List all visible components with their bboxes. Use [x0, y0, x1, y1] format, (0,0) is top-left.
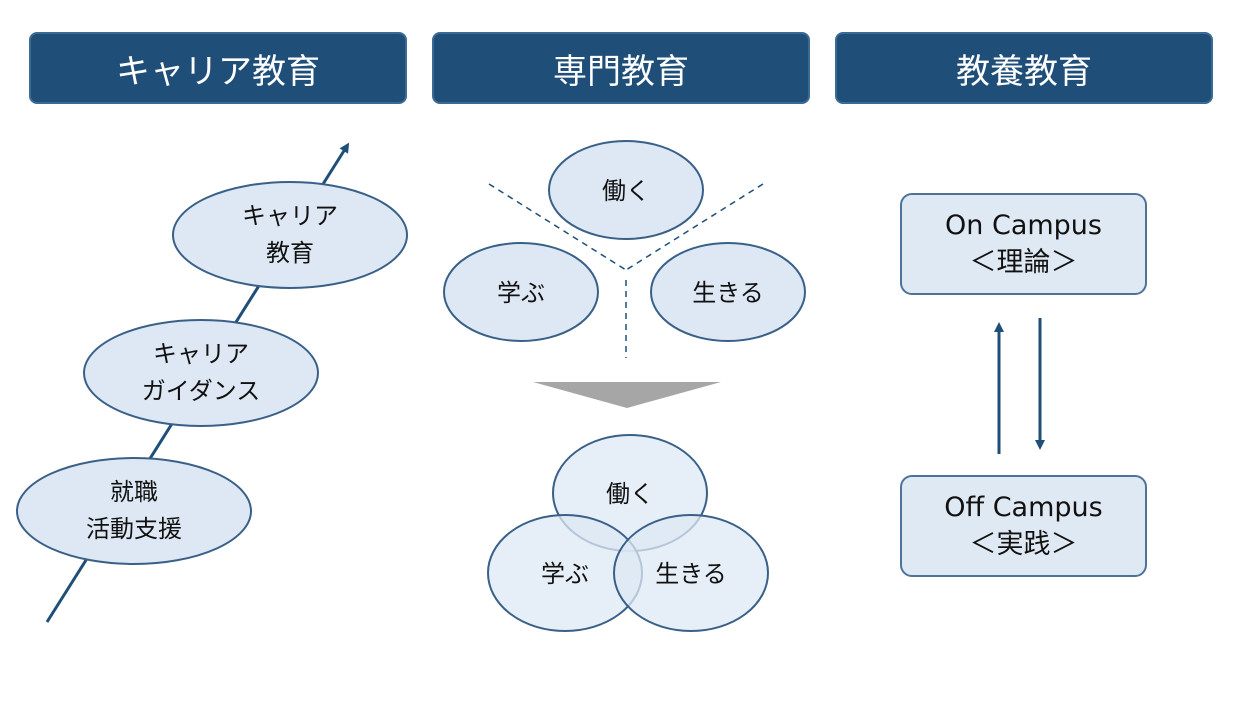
- circle-learn-label: 学ぶ: [497, 279, 545, 307]
- header-specialized-label: 専門教育: [553, 51, 689, 92]
- career-step-career-guidance: キャリア ガイダンス: [83, 319, 319, 427]
- career-step-job-hunting-support: 就職 活動支援: [16, 457, 252, 565]
- header-specialized-education: 専門教育: [432, 32, 810, 104]
- on-campus-title: On Campus: [945, 210, 1102, 241]
- career-step-2-line2: ガイダンス: [142, 377, 261, 405]
- off-campus-box: Off Campus ＜実践＞: [900, 475, 1147, 577]
- header-career-education: キャリア教育: [29, 32, 407, 104]
- on-campus-subtitle: ＜理論＞: [969, 247, 1078, 278]
- circle-live: 生きる: [650, 242, 806, 342]
- circle-learn: 学ぶ: [443, 242, 599, 342]
- career-step-3-line1: 就職: [110, 478, 158, 506]
- circle-work: 働く: [548, 140, 704, 240]
- on-campus-box: On Campus ＜理論＞: [900, 193, 1147, 295]
- off-campus-subtitle: ＜実践＞: [969, 529, 1078, 560]
- career-step-2-line1: キャリア: [153, 340, 249, 368]
- career-step-1-line2: 教育: [266, 239, 314, 267]
- venn-work-label: 働く: [606, 480, 654, 508]
- career-step-1-line1: キャリア: [242, 202, 338, 230]
- circle-work-label: 働く: [602, 177, 650, 205]
- venn-circle-live: [613, 514, 769, 632]
- header-liberal-education: 教養教育: [835, 32, 1213, 104]
- venn-live-label: 生きる: [655, 560, 727, 588]
- header-career-label: キャリア教育: [116, 51, 320, 92]
- dashed-divider: [488, 183, 764, 358]
- career-step-career-education: キャリア 教育: [172, 181, 408, 289]
- off-campus-title: Off Campus: [944, 492, 1103, 523]
- header-liberal-label: 教養教育: [956, 51, 1092, 92]
- venn-learn-label: 学ぶ: [541, 560, 589, 588]
- venn-diagram: 働く 学ぶ 生きる: [487, 434, 769, 632]
- career-step-3-line2: 活動支援: [86, 515, 182, 543]
- circle-live-label: 生きる: [692, 279, 764, 307]
- funnel-triangle: [533, 382, 721, 408]
